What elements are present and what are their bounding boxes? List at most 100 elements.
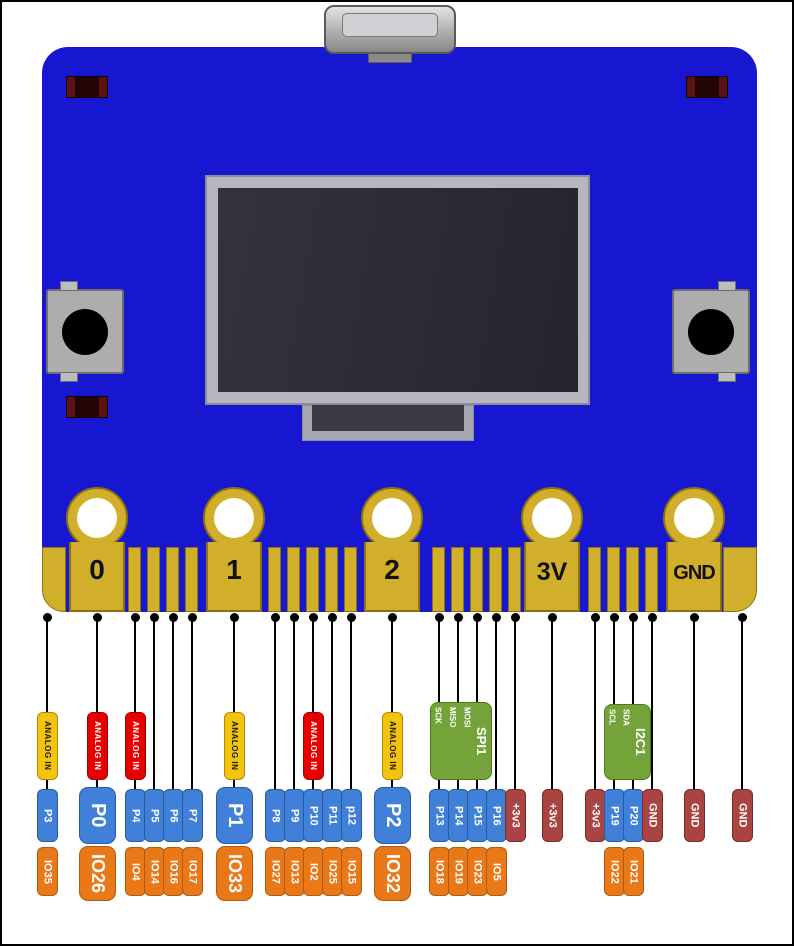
pin-pill: GND — [642, 789, 663, 842]
pin-dot — [388, 613, 397, 622]
pin-line — [350, 614, 352, 819]
spi-signal: MISO — [447, 707, 457, 728]
pin-pill: P11 — [322, 789, 343, 842]
pin-dot — [629, 613, 638, 622]
pin-line — [514, 614, 516, 819]
pin-pill: P7 — [182, 789, 203, 842]
button-right — [672, 281, 750, 382]
edge-pad-label: 2 — [384, 554, 400, 585]
pin-dot — [610, 613, 619, 622]
pin-pill: P3 — [37, 789, 58, 842]
analog-in-tag: ANALOG IN — [303, 712, 324, 780]
pin-dot — [347, 613, 356, 622]
edge-pad — [128, 547, 141, 612]
button-contact — [60, 372, 78, 382]
io-pill: IO4 — [125, 847, 146, 896]
pin-pill: P16 — [486, 789, 507, 842]
io-pill: IO17 — [182, 847, 203, 896]
pin-line — [741, 614, 743, 819]
usb-connector-opening — [342, 13, 438, 37]
pin-line — [331, 614, 333, 819]
button-contact — [60, 281, 78, 291]
io-pill: IO14 — [144, 847, 165, 896]
io-pill: IO26 — [79, 846, 116, 901]
edge-pad — [287, 547, 300, 612]
analog-in-tag: ANALOG IN — [382, 712, 403, 780]
pin-line — [293, 614, 295, 819]
pin-pill: P8 — [265, 789, 286, 842]
pin-dot — [188, 613, 197, 622]
edge-pad — [626, 547, 639, 612]
screen-ribbon — [312, 405, 464, 431]
component-top-right — [686, 76, 728, 98]
edge-pad — [42, 547, 66, 612]
pin-pill: P10 — [303, 789, 324, 842]
pin-pill: P15 — [467, 789, 488, 842]
pin-dot — [150, 613, 159, 622]
pin-pill: +3v3 — [542, 789, 563, 842]
pin-dot — [169, 613, 178, 622]
button-cap — [62, 308, 108, 355]
io-pill: IO19 — [448, 847, 469, 896]
edge-pad — [470, 547, 483, 612]
pin-dot — [435, 613, 444, 622]
edge-pad — [645, 547, 658, 612]
io-pill: IO2 — [303, 847, 324, 896]
edge-pad — [432, 547, 445, 612]
pin-line — [594, 614, 596, 819]
pin-dot — [548, 613, 557, 622]
pin-dot — [591, 613, 600, 622]
pin-pill: P6 — [163, 789, 184, 842]
pin-pill: +3v3 — [585, 789, 606, 842]
button-left — [46, 281, 124, 382]
component-top-left — [66, 76, 108, 98]
io-pill: IO33 — [216, 846, 253, 901]
pin-line — [153, 614, 155, 819]
edge-pad-hole — [77, 498, 117, 538]
pin-dot — [93, 613, 102, 622]
spi-bus-title: SPI1 — [474, 726, 489, 756]
pin-line — [191, 614, 193, 819]
usb-connector-tab — [368, 53, 412, 63]
pin-line — [651, 614, 653, 819]
pin-dot — [648, 613, 657, 622]
edge-pad — [185, 547, 198, 612]
pin-dot — [309, 613, 318, 622]
screen-display — [218, 188, 578, 392]
pin-line — [274, 614, 276, 819]
edge-pad — [268, 547, 281, 612]
pin-pill: P0 — [79, 787, 116, 844]
component-mid-left — [66, 396, 108, 418]
button-contact — [718, 281, 736, 291]
pin-line — [693, 614, 695, 819]
button-contact — [718, 372, 736, 382]
pin-line — [172, 614, 174, 819]
pin-dot — [328, 613, 337, 622]
edge-pad-hole — [674, 498, 714, 538]
pin-dot — [492, 613, 501, 622]
io-pill: IO32 — [374, 846, 411, 901]
edge-pad-hole — [214, 498, 254, 538]
i2c-bus-title: I2C1 — [633, 728, 648, 756]
edge-pad — [147, 547, 160, 612]
pin-pill: P13 — [429, 789, 450, 842]
pin-dot — [690, 613, 699, 622]
edge-pad-label: 0 — [89, 554, 105, 585]
pin-line — [495, 614, 497, 819]
edge-pad — [166, 547, 179, 612]
edge-pad — [325, 547, 338, 612]
io-pill: IO27 — [265, 847, 286, 896]
pin-pill: P9 — [284, 789, 305, 842]
pin-pill: p12 — [341, 789, 362, 842]
analog-in-tag: ANALOG IN — [224, 712, 245, 780]
io-pill: IO15 — [341, 847, 362, 896]
pin-pill: P20 — [623, 789, 644, 842]
spi-signal: SCK — [433, 707, 443, 724]
edge-pad — [206, 542, 262, 612]
pin-dot — [290, 613, 299, 622]
pin-pill: GND — [684, 789, 705, 842]
io-pill: IO16 — [163, 847, 184, 896]
